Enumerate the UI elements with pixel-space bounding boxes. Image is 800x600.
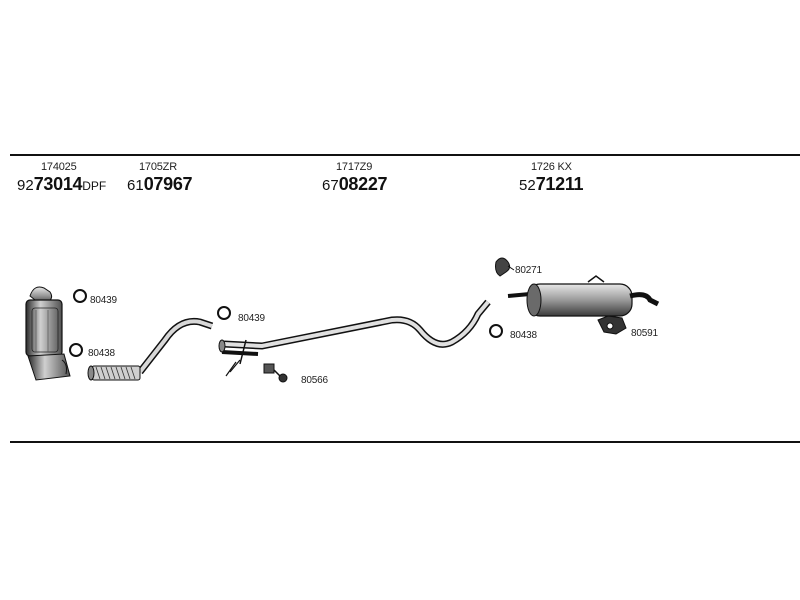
part-label-middle-pipe: 1717Z9 6708227 <box>322 160 388 196</box>
part-reference: 1705ZR <box>139 161 177 173</box>
rubber-mount-icon <box>495 257 515 277</box>
callout-clamp: 80438 <box>510 330 537 341</box>
part-number: 9273014DPF <box>17 174 107 194</box>
part-label-catalytic-converter: 174025 9273014DPF <box>17 160 106 196</box>
callout-clamp: 80438 <box>88 348 115 359</box>
clamp-icon <box>69 289 87 357</box>
part-number: 6708227 <box>322 174 388 194</box>
callout-clamp: 80439 <box>238 313 265 324</box>
part-label-front-pipe: 1705ZR 6107967 <box>127 160 193 196</box>
part-label-rear-muffler: 1726 KX 5271211 <box>519 160 584 196</box>
part-reference: 174025 <box>41 161 77 173</box>
front-pipe-icon <box>87 317 214 381</box>
clamp-icon <box>217 306 231 320</box>
callout-hanger: 80566 <box>301 375 328 386</box>
callout-rubber-mount: 80271 <box>515 265 542 276</box>
callout-clamp: 80439 <box>90 295 117 306</box>
part-reference: 1726 KX <box>531 161 572 173</box>
part-reference: 1717Z9 <box>336 161 373 173</box>
rear-muffler-icon <box>507 275 660 317</box>
callout-rear-mount: 80591 <box>631 328 658 339</box>
part-number: 5271211 <box>519 174 584 194</box>
rear-mount-icon <box>597 315 627 335</box>
top-divider-line <box>10 154 800 156</box>
hanger-bracket-icon <box>263 363 288 383</box>
catalytic-converter-icon <box>25 286 71 381</box>
part-number: 6107967 <box>127 174 193 194</box>
bottom-divider-line <box>10 441 800 443</box>
middle-pipe-icon <box>218 299 491 377</box>
clamp-icon <box>489 324 503 338</box>
